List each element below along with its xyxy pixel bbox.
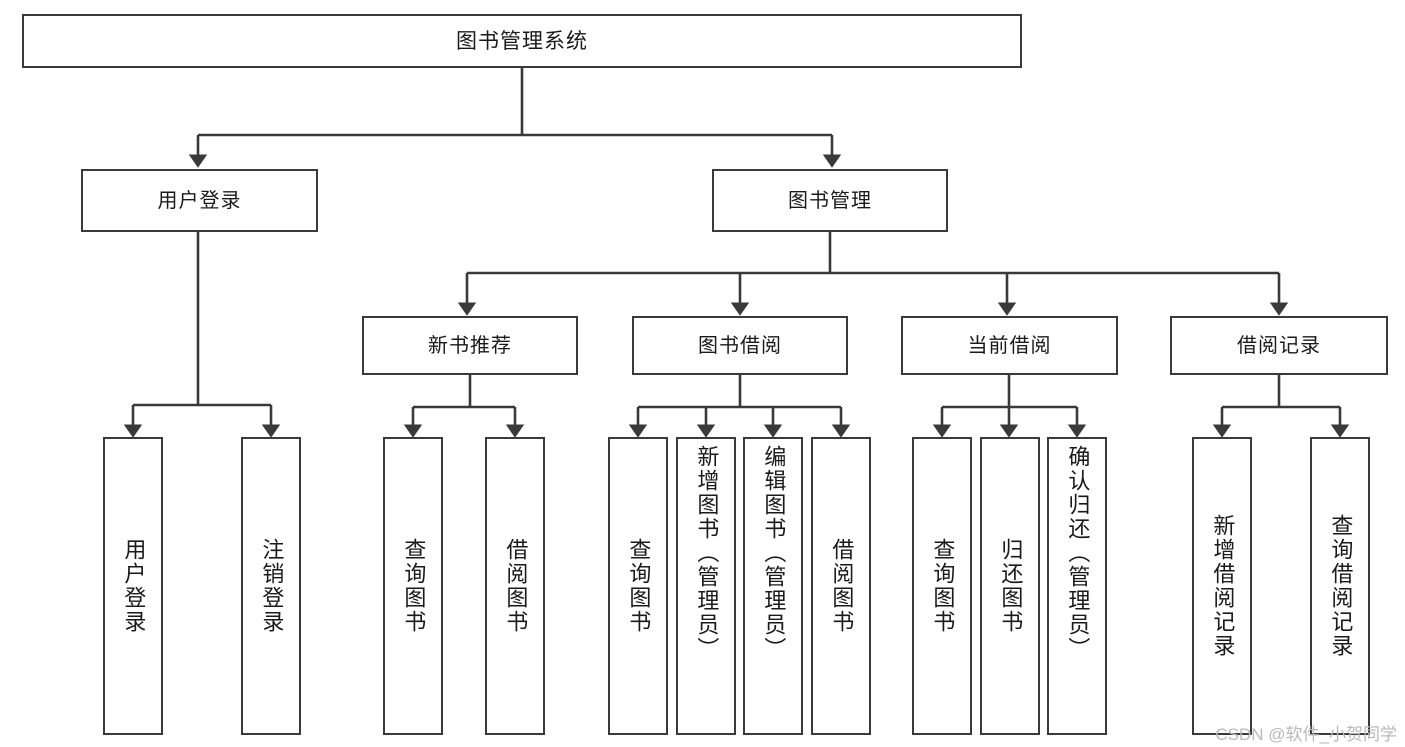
node-label: 用户登录 — [157, 189, 242, 212]
node-user-login[interactable]: 用户登录 — [81, 169, 318, 232]
leaf-query-borrow-record[interactable]: 查询借阅记录 — [1310, 437, 1370, 735]
node-book-borrow[interactable]: 图书借阅 — [632, 316, 848, 375]
leaf-label: 归还图书 — [998, 538, 1024, 634]
leaf-label: 查询借阅记录 — [1328, 514, 1354, 658]
leaf-label: 编辑图书（管理员） — [761, 445, 787, 661]
leaf-label: 借阅图书 — [829, 538, 855, 634]
node-label: 图书管理 — [788, 189, 872, 212]
leaf-label: 查询图书 — [401, 538, 427, 634]
leaf-label: 注销登录 — [259, 538, 285, 634]
leaf-logout[interactable]: 注销登录 — [241, 437, 301, 735]
node-book-management[interactable]: 图书管理 — [712, 169, 948, 232]
leaf-query-book-borrow[interactable]: 查询图书 — [608, 437, 668, 735]
leaf-label: 确认归还（管理员） — [1065, 445, 1091, 661]
leaf-label: 查询图书 — [930, 538, 956, 634]
leaf-return-book[interactable]: 归还图书 — [980, 437, 1040, 735]
leaf-edit-book-admin[interactable]: 编辑图书（管理员） — [743, 437, 803, 735]
leaf-borrow-book[interactable]: 借阅图书 — [811, 437, 871, 735]
leaf-add-borrow-record[interactable]: 新增借阅记录 — [1192, 437, 1252, 735]
leaf-query-book-recommend[interactable]: 查询图书 — [383, 437, 443, 735]
leaf-label: 新增图书（管理员） — [694, 445, 720, 661]
leaf-query-book-current[interactable]: 查询图书 — [912, 437, 972, 735]
node-current-borrow[interactable]: 当前借阅 — [901, 316, 1118, 375]
node-borrow-record[interactable]: 借阅记录 — [1170, 316, 1388, 375]
leaf-label: 借阅图书 — [503, 538, 529, 634]
leaf-add-book-admin[interactable]: 新增图书（管理员） — [676, 437, 736, 735]
node-label: 新书推荐 — [428, 334, 512, 357]
leaf-confirm-return-admin[interactable]: 确认归还（管理员） — [1047, 437, 1107, 735]
leaf-label: 新增借阅记录 — [1210, 514, 1236, 658]
leaf-borrow-book-recommend[interactable]: 借阅图书 — [485, 437, 545, 735]
node-new-book-recommend[interactable]: 新书推荐 — [362, 316, 578, 375]
node-label: 当前借阅 — [967, 334, 1052, 357]
leaf-label: 查询图书 — [626, 538, 652, 634]
node-label: 借阅记录 — [1237, 334, 1321, 357]
node-label: 图书管理系统 — [456, 29, 588, 53]
node-label: 图书借阅 — [698, 334, 782, 357]
leaf-label: 用户登录 — [121, 538, 147, 634]
leaf-user-login[interactable]: 用户登录 — [103, 437, 163, 735]
node-root-book-management-system[interactable]: 图书管理系统 — [22, 14, 1022, 68]
